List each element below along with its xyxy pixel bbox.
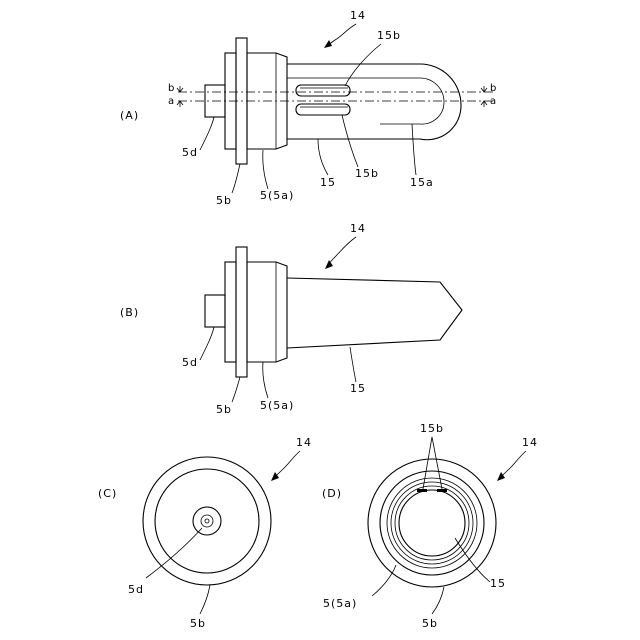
part-15-circle-d	[399, 490, 465, 556]
dimension-arrows-right	[481, 86, 487, 107]
leader-5d-a	[200, 117, 214, 150]
arrowhead-14-d	[497, 472, 505, 481]
figure-a: (A) b a b a 14 15b	[120, 9, 496, 207]
label-5-a: 5(5a)	[260, 189, 294, 202]
arrowhead-14-c	[271, 472, 279, 481]
label-15b-top: 15b	[377, 29, 401, 42]
slit-15b-bottom	[296, 104, 350, 115]
label-5d-a: 5d	[182, 146, 198, 159]
leader-5b-a	[232, 164, 240, 193]
label-15a: 15a	[410, 176, 434, 189]
part-15-tube-b	[287, 278, 462, 348]
part-5d-circle-c	[193, 507, 221, 535]
label-b-left: b	[168, 83, 174, 94]
leader-5d-b	[200, 327, 214, 360]
leader-14-c	[273, 451, 300, 478]
leader-5b-c	[200, 585, 210, 614]
figure-a-label: (A)	[120, 109, 139, 122]
leader-5-a	[263, 150, 268, 189]
leader-15b-d	[423, 437, 442, 489]
label-14-a: 14	[350, 9, 366, 22]
label-a-right: a	[490, 96, 496, 107]
part-5b-flange-b	[236, 247, 247, 377]
part-5-circle-d	[380, 471, 484, 575]
slit-15b-right-d	[437, 489, 447, 492]
leader-15b-bottom	[342, 115, 358, 167]
part-5d-center-c	[205, 519, 209, 523]
label-5b-a: 5b	[216, 194, 232, 207]
label-5b-b: 5b	[216, 403, 232, 416]
figure-b-label: (B)	[120, 306, 139, 319]
arrowhead-14-b	[325, 260, 333, 269]
figure-c-label: (C)	[98, 487, 117, 500]
label-15b-d: 15b	[420, 422, 444, 435]
leader-15-b	[350, 347, 356, 382]
label-15-d: 15	[490, 577, 506, 590]
label-5b-d: 5b	[422, 617, 438, 630]
leader-14-b	[327, 237, 356, 266]
label-14-b: 14	[350, 222, 366, 235]
label-5d-b: 5d	[182, 356, 198, 369]
dimension-arrows-left	[177, 86, 183, 107]
part-5d-shape-b	[205, 295, 225, 327]
leader-5b-d	[432, 587, 444, 614]
label-14-c: 14	[296, 436, 312, 449]
part-5-body-b	[247, 262, 287, 362]
figure-c: (C) 14 5d 5b	[98, 436, 312, 630]
figure-d: (D) 15b 14 5(5a) 5b 15	[322, 422, 538, 630]
leader-15-a	[318, 139, 328, 175]
part-body-left-b	[225, 262, 236, 362]
label-14-d: 14	[522, 436, 538, 449]
label-15-b: 15	[350, 382, 366, 395]
leader-15b-top	[345, 44, 381, 86]
label-15-a: 15	[320, 176, 336, 189]
ring-1-d	[387, 478, 477, 568]
label-5-d: 5(5a)	[323, 597, 357, 610]
figure-d-label: (D)	[322, 487, 342, 500]
ring-2-d	[391, 482, 473, 564]
part-5d-inner-circle-c	[201, 515, 213, 527]
label-a-left: a	[168, 96, 174, 107]
label-5b-c: 5b	[190, 617, 206, 630]
slit-15b-left-d	[417, 489, 427, 492]
leader-15a	[412, 124, 416, 175]
label-5d-c: 5d	[128, 583, 144, 596]
leader-5b-b	[232, 377, 240, 402]
part-15-tube-outer	[287, 64, 461, 140]
leader-5-d	[372, 565, 396, 596]
leader-5-b	[263, 362, 268, 398]
figure-b: (B) 14 5d 5b 5(5a) 15	[120, 222, 462, 416]
leader-5d-c	[146, 528, 202, 578]
leader-14-d	[499, 451, 526, 478]
label-15b-bottom: 15b	[355, 167, 379, 180]
label-b-right: b	[490, 83, 496, 94]
label-5-b: 5(5a)	[260, 399, 294, 412]
slit-15b-top	[296, 85, 350, 96]
part-5-circle-c	[155, 469, 259, 573]
ring-3-d	[395, 486, 469, 560]
arrowhead-14-a	[324, 40, 332, 48]
leader-14-a	[326, 24, 356, 46]
